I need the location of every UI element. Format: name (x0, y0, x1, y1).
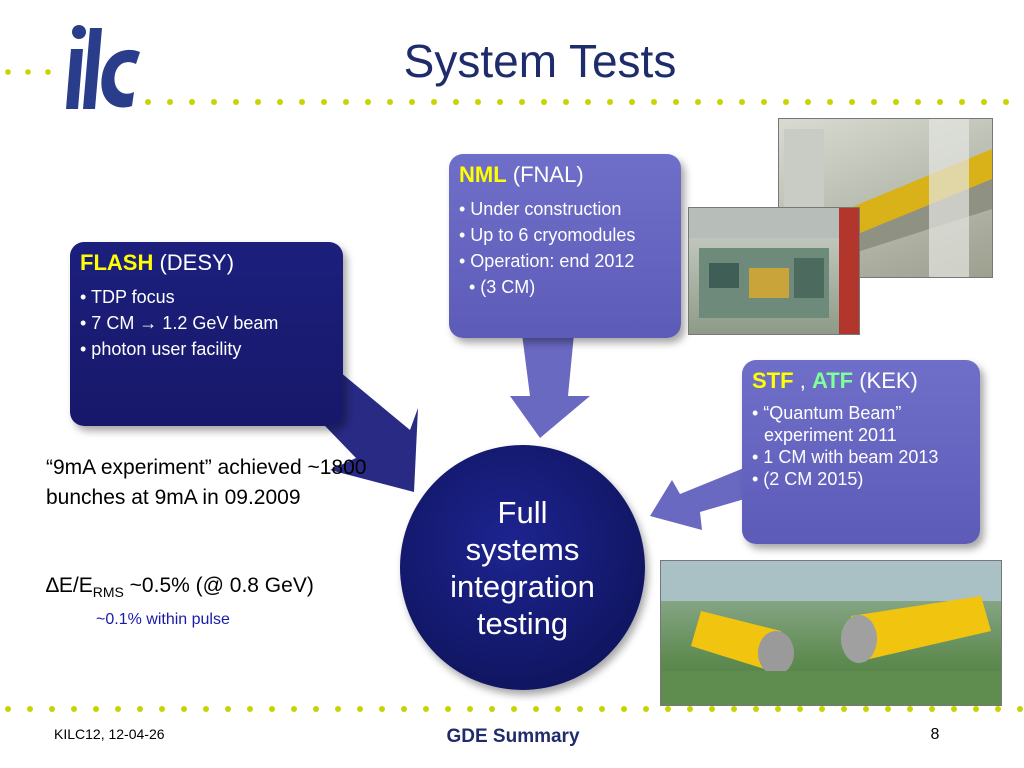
experiment-note: “9mA experiment” achieved ~1800 bunches … (46, 456, 367, 509)
flash-name: FLASH (80, 250, 154, 275)
nml-name: NML (459, 162, 507, 187)
footer-conference: KILC12, 12-04-26 (54, 726, 165, 742)
list-item: • “Quantum Beam” experiment 2011 (752, 403, 902, 445)
stf-separator: , (799, 368, 806, 393)
formula-subscript: RMS (92, 584, 124, 601)
formula-prefix: ∆E/E (46, 574, 93, 597)
ilc-logo (66, 25, 140, 109)
flash-box: FLASH (DESY) • TDP focus • 7 CM → 1.2 Ge… (70, 242, 343, 426)
stf-name: STF (752, 368, 794, 393)
within-pulse-note: ~0.1% within pulse (96, 611, 230, 628)
list-item: • Operation: end 2012 (459, 251, 635, 271)
list-item: • 7 CM → 1.2 GeV beam (80, 313, 279, 333)
kek-photo-cryomodules (660, 560, 1002, 706)
list-item: • Up to 6 cryomodules (459, 225, 636, 245)
list-item: • (3 CM) (469, 277, 536, 297)
arrow-stf-to-center (650, 468, 748, 530)
atf-name: ATF (811, 368, 854, 393)
list-item: • Under construction (459, 199, 622, 219)
top-dot-line (5, 69, 1009, 105)
stf-heading: STF , ATF (KEK) (752, 368, 970, 394)
arrow-nml-to-center (510, 334, 590, 438)
stf-atf-box: STF , ATF (KEK) • “Quantum Beam” experim… (742, 360, 980, 544)
nml-box: NML (FNAL) • Under construction • Up to … (449, 154, 681, 338)
circle-label: Full systems integration testing (450, 494, 595, 641)
nml-location: (FNAL) (512, 162, 584, 187)
bottom-dot-line (5, 706, 1023, 712)
list-item: • photon user facility (80, 339, 242, 359)
full-systems-circle: Full systems integration testing (400, 445, 645, 690)
logo-stem-i (66, 49, 83, 109)
list-item: • 1 CM with beam 2013 (752, 447, 939, 467)
energy-spread-formula: ∆E/ERMS ~0.5% (@ 0.8 GeV) (46, 574, 314, 600)
flash-heading: FLASH (DESY) (80, 250, 333, 276)
slide-title: System Tests (403, 35, 677, 87)
cryomodule-illustration (661, 561, 1001, 705)
logo-c (101, 49, 140, 108)
footer-title: GDE Summary (446, 726, 580, 747)
page-number: 8 (930, 726, 940, 743)
formula-suffix: ~0.5% (@ 0.8 GeV) (123, 574, 314, 597)
stf-list: • “Quantum Beam” experiment 2011 • 1 CM … (752, 402, 970, 490)
logo-stem-l (83, 28, 102, 109)
flash-list: • TDP focus • 7 CM → 1.2 GeV beam • phot… (80, 284, 333, 362)
nml-photo-hall (688, 207, 860, 335)
nml-list: • Under construction • Up to 6 cryomodul… (459, 196, 671, 300)
logo-dot-i (72, 25, 86, 39)
list-item: • TDP focus (80, 287, 175, 307)
flash-location: (DESY) (159, 250, 235, 275)
stf-location: (KEK) (859, 368, 918, 393)
hall-illustration (689, 208, 859, 334)
nml-heading: NML (FNAL) (459, 162, 671, 188)
list-item: • (2 CM 2015) (752, 469, 864, 489)
